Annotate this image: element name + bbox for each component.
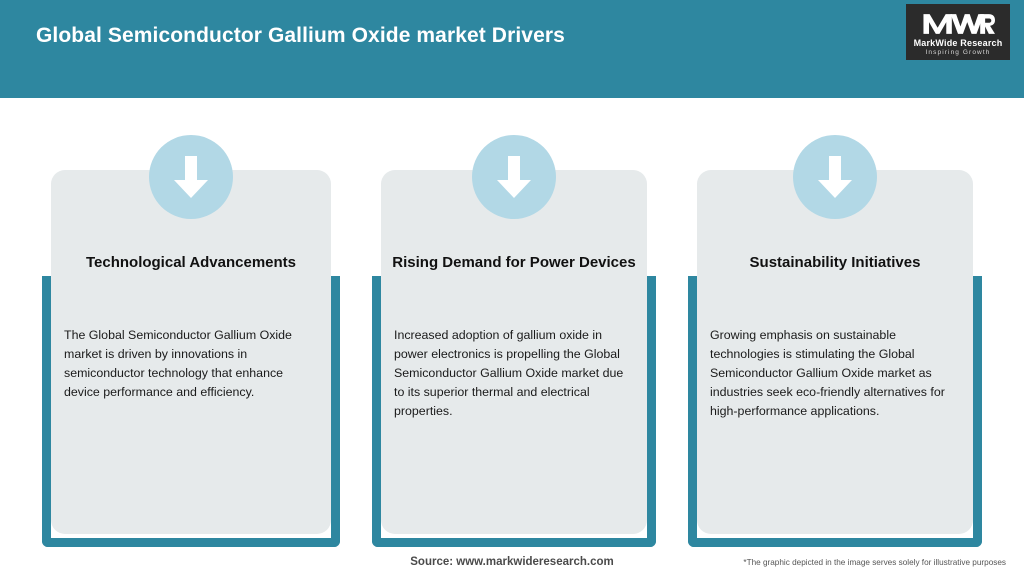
footer-disclaimer: *The graphic depicted in the image serve… <box>743 558 1006 567</box>
card-bracket <box>688 276 982 547</box>
down-arrow-glyph <box>497 156 531 198</box>
card-bracket <box>42 276 340 547</box>
down-arrow-icon <box>472 135 556 219</box>
driver-cards-row: Technological Advancements The Global Se… <box>0 98 1024 550</box>
logo-brand-name: MarkWide Research <box>913 37 1003 48</box>
card-title: Technological Advancements <box>85 254 297 271</box>
card-body-text: Growing emphasis on sustainable technolo… <box>710 328 945 418</box>
down-arrow-glyph <box>818 156 852 198</box>
card-body-text: Increased adoption of gallium oxide in p… <box>394 328 624 418</box>
down-arrow-glyph <box>174 156 208 198</box>
logo-tagline: Inspiring Growth <box>925 48 991 56</box>
brand-logo: MarkWide Research Inspiring Growth <box>906 4 1010 60</box>
page-header: Global Semiconductor Gallium Oxide marke… <box>0 0 1024 98</box>
card-title: Rising Demand for Power Devices <box>392 254 636 271</box>
card-bracket <box>372 276 656 547</box>
driver-card-2: Rising Demand for Power Devices Increase… <box>372 98 656 550</box>
mwr-monogram-icon <box>923 13 995 34</box>
card-panel <box>697 170 973 534</box>
card-panel <box>381 170 647 534</box>
card-panel <box>51 170 331 534</box>
card-title: Sustainability Initiatives <box>749 254 921 271</box>
page-title: Global Semiconductor Gallium Oxide marke… <box>36 24 565 47</box>
card-body-text: The Global Semiconductor Gallium Oxide m… <box>64 328 292 399</box>
down-arrow-icon <box>149 135 233 219</box>
driver-card-1: Technological Advancements The Global Se… <box>42 98 340 550</box>
down-arrow-icon <box>793 135 877 219</box>
driver-card-3: Sustainability Initiatives Growing empha… <box>688 98 982 550</box>
footer-source-link[interactable]: Source: www.markwideresearch.com <box>410 556 614 568</box>
